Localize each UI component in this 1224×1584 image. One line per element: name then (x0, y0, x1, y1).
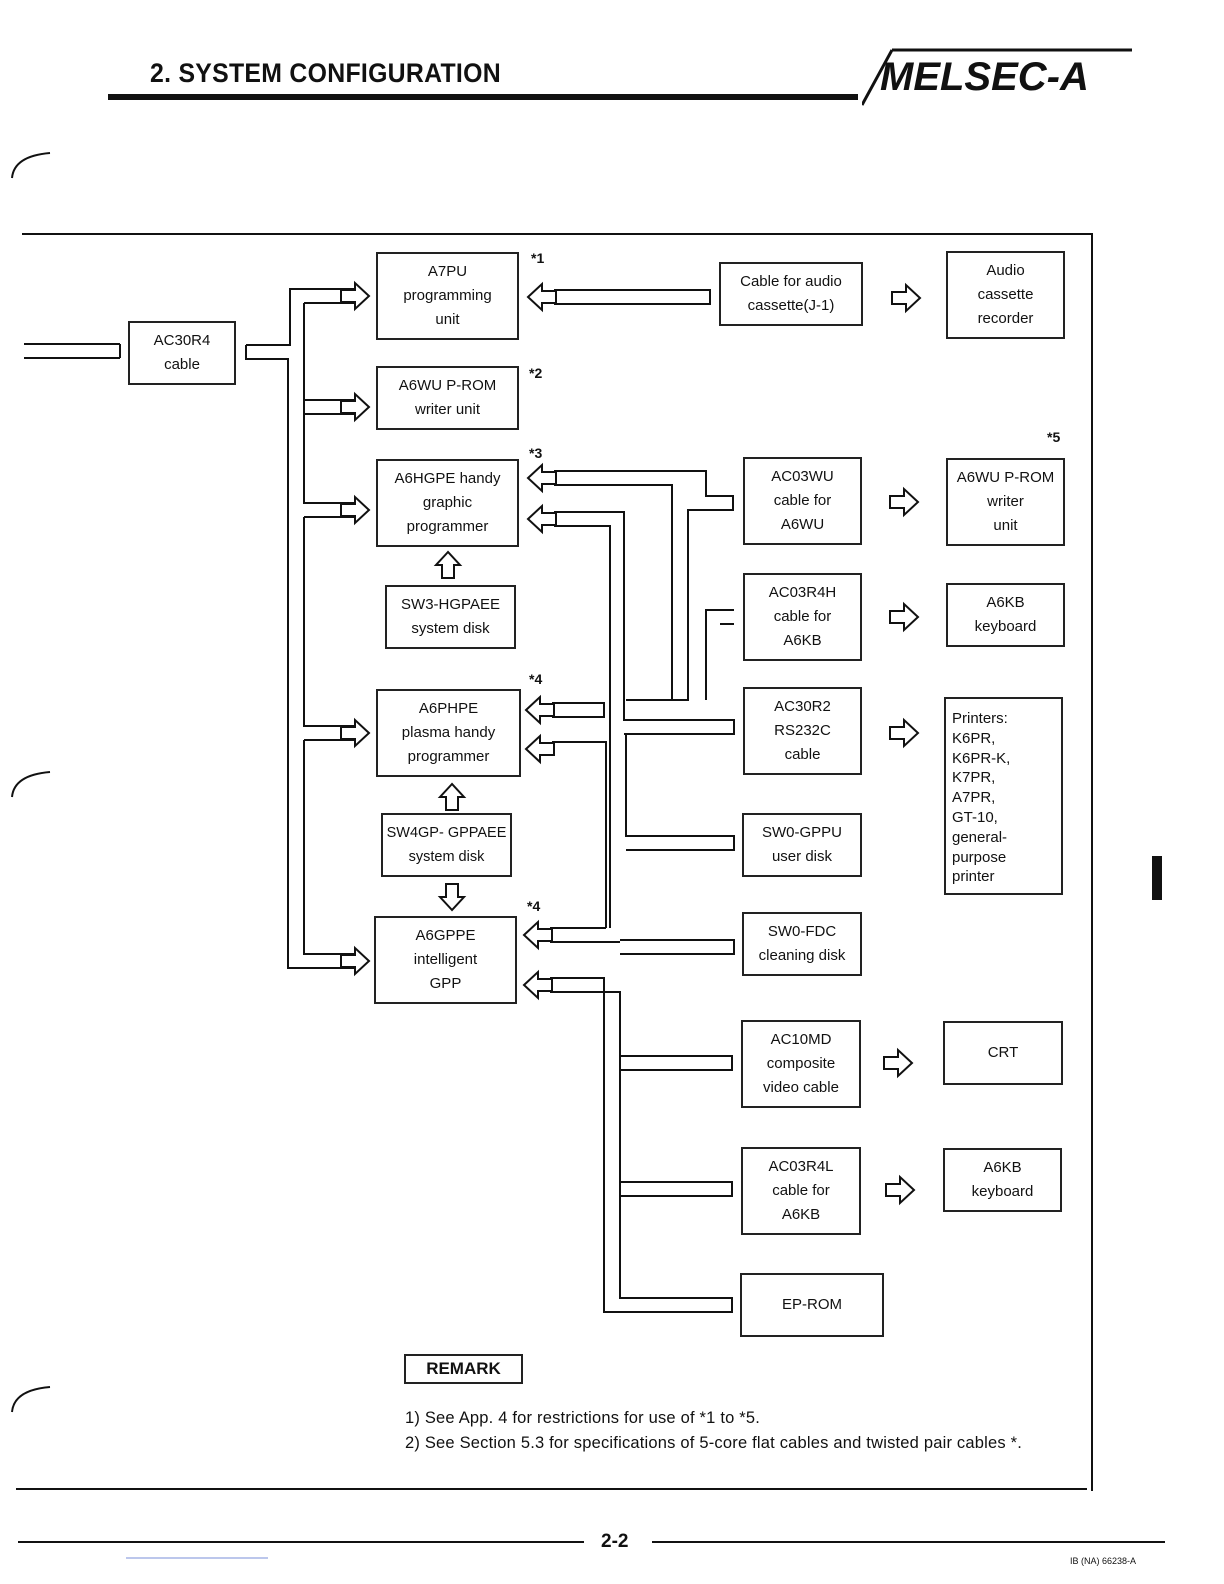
note-4a: *4 (529, 671, 543, 687)
note-2: *2 (529, 365, 543, 381)
printers-box: Printers: K6PR, K6PR-K, K7PR, A7PR, GT-1… (944, 697, 1063, 895)
remark-item-1: 1) See App. 4 for restrictions for use o… (405, 1409, 761, 1427)
audio-cassette-recorder-box: Audio cassette recorder (946, 251, 1065, 339)
ep-rom-box: EP-ROM (740, 1273, 884, 1337)
ac03wu-cable-box: AC03WU cable for A6WU (743, 457, 862, 545)
title-rule (108, 94, 858, 100)
ac30r4-cable-box: AC30R4 cable (128, 321, 236, 385)
a7pu-programming-unit-box: A7PU programming unit (376, 252, 519, 340)
sw0-gppu-disk-box: SW0-GPPU user disk (742, 813, 862, 877)
sw4gp-gppaee-disk-box: SW4GP- GPPAEE system disk (381, 813, 512, 877)
a6wu-writer-box: A6WU P-ROM writer unit (946, 458, 1065, 546)
doc-reference: IB (NA) 66238-A (1070, 1556, 1137, 1566)
audio-cassette-cable-box: Cable for audio cassette(J-1) (719, 262, 863, 326)
a6kb-keyboard-box: A6KB keyboard (946, 583, 1065, 647)
ac30r2-cable-box: AC30R2 RS232C cable (743, 687, 862, 775)
note-3: *3 (529, 445, 543, 461)
note-4b: *4 (527, 898, 541, 914)
a6phpe-programmer-box: A6PHPE plasma handy programmer (376, 689, 521, 777)
a6wu-writer-unit-box: A6WU P-ROM writer unit (376, 366, 519, 430)
ac03r4h-cable-box: AC03R4H cable for A6KB (743, 573, 862, 661)
remark-item-2: 2) See Section 5.3 for specifications of… (405, 1434, 1023, 1452)
note-1: *1 (531, 250, 545, 266)
sw3-hgpaee-disk-box: SW3-HGPAEE system disk (385, 585, 516, 649)
section-title: 2. SYSTEM CONFIGURATION (150, 58, 501, 88)
logo-text: MELSEC-A (880, 55, 1089, 99)
ac03r4l-cable-box: AC03R4L cable for A6KB (741, 1147, 861, 1235)
a6kb-keyboard-box-2: A6KB keyboard (943, 1148, 1062, 1212)
crt-box: CRT (943, 1021, 1063, 1085)
sw0-fdc-disk-box: SW0-FDC cleaning disk (742, 912, 862, 976)
remark-label: REMARK (404, 1354, 523, 1384)
a6hgpe-programmer-box: A6HGPE handy graphic programmer (376, 459, 519, 547)
note-5: *5 (1047, 429, 1061, 445)
a6gppe-gpp-box: A6GPPE intelligent GPP (374, 916, 517, 1004)
page-number: 2-2 (601, 1531, 629, 1552)
melsec-logo: MELSEC-A (862, 48, 1132, 106)
ac10md-cable-box: AC10MD composite video cable (741, 1020, 861, 1108)
